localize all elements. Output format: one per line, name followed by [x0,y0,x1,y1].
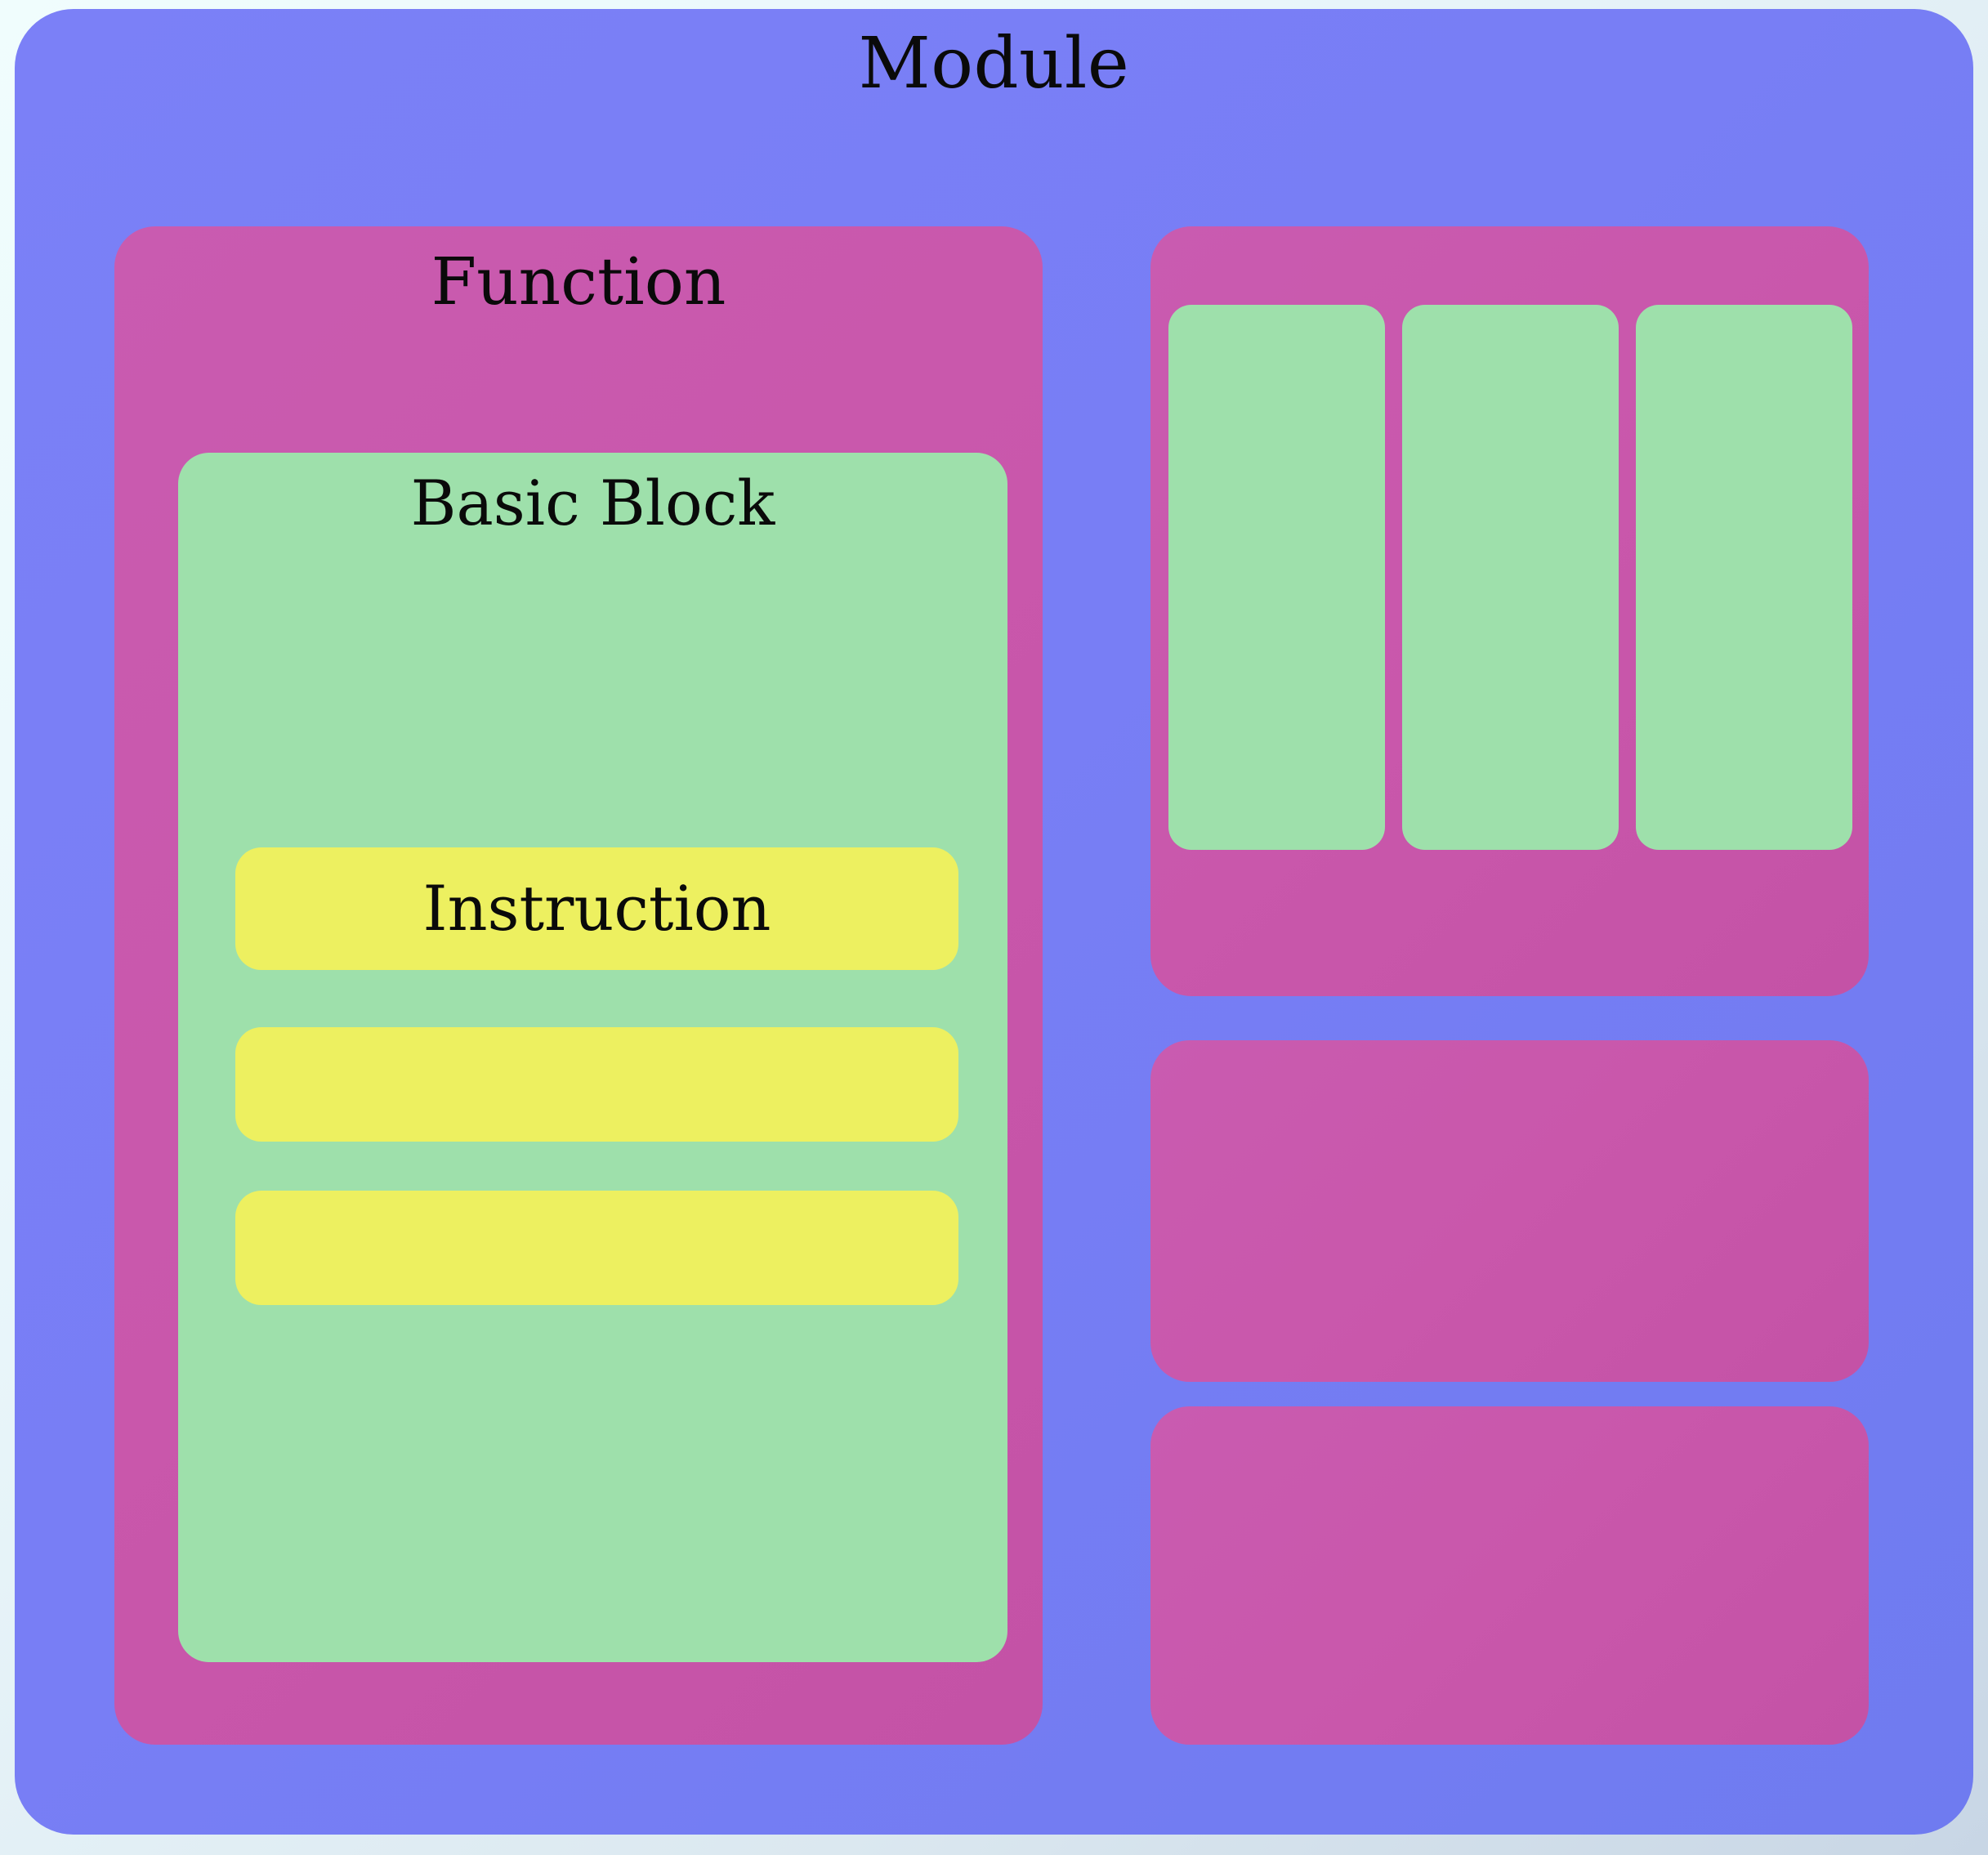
function-container [1150,1406,1869,1745]
module-container: Module Function Basic Block Instruction [15,9,1973,1835]
basic-block-container: Basic Block Instruction [178,453,1007,1662]
basic-block-container [1168,305,1385,850]
basic-block-container [1636,305,1852,850]
sibling-functions-column [1150,226,1870,1745]
function-container [1150,1040,1869,1382]
basic-block-container [1402,305,1619,850]
instruction-item [235,1027,958,1142]
function-container: Function Basic Block Instruction [114,226,1043,1745]
basic-block-title: Basic Block [410,467,775,539]
function-title: Function [431,244,726,320]
instruction-item: Instruction [235,847,958,970]
module-title: Module [858,23,1130,105]
function-container [1150,226,1869,996]
instruction-label: Instruction [422,872,771,945]
instruction-item [235,1191,958,1305]
